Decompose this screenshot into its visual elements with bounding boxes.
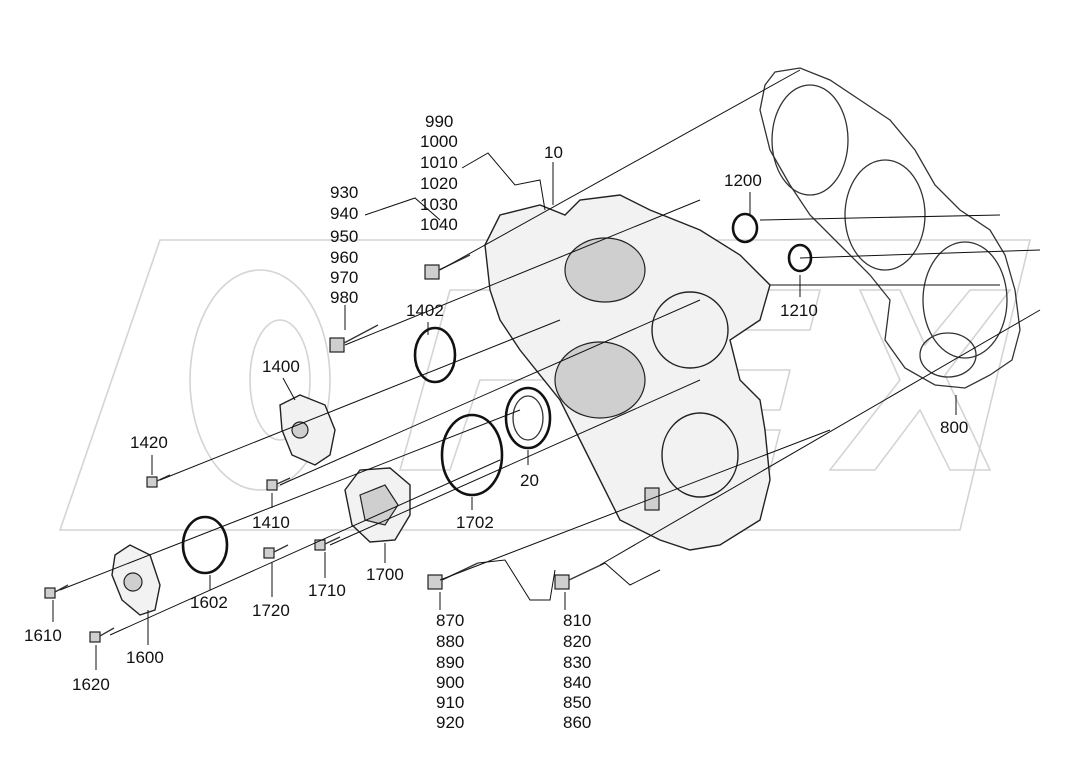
- callout-1040: 1040: [420, 215, 458, 234]
- screw-1710: [314, 536, 341, 551]
- callout-830: 830: [563, 653, 591, 672]
- callout-940: 940: [330, 204, 358, 223]
- callout-1702: 1702: [456, 513, 494, 532]
- callout-920: 920: [436, 713, 464, 732]
- callout-1410: 1410: [252, 513, 290, 532]
- callout-970: 970: [330, 268, 358, 287]
- callout-1420: 1420: [130, 433, 168, 452]
- o-ring-1402: [413, 326, 457, 384]
- callout-10: 10: [544, 143, 563, 162]
- callout-1600: 1600: [126, 648, 164, 667]
- gasket-800: [759, 67, 1021, 389]
- callout-1700: 1700: [366, 565, 404, 584]
- callout-870: 870: [436, 611, 464, 630]
- bolt-870: [427, 562, 479, 590]
- callout-810: 810: [563, 611, 591, 630]
- callout-1200: 1200: [724, 171, 762, 190]
- callout-890: 890: [436, 653, 464, 672]
- o-ring-1702: [440, 413, 504, 497]
- screw-1410: [266, 477, 291, 491]
- callout-1720: 1720: [252, 601, 290, 620]
- callout-900: 900: [436, 673, 464, 692]
- bolt-990: [424, 254, 471, 280]
- callout-1000: 1000: [420, 132, 458, 151]
- cover-1400: [279, 394, 336, 466]
- callout-980: 980: [330, 288, 358, 307]
- o-ring-1602: [181, 515, 229, 575]
- callout-800: 800: [940, 418, 968, 437]
- bolt-810: [554, 562, 606, 590]
- callout-1020: 1020: [420, 174, 458, 193]
- callout-910: 910: [436, 693, 464, 712]
- callout-1210: 1210: [780, 301, 818, 320]
- callout-860: 860: [563, 713, 591, 732]
- callout-1030: 1030: [420, 195, 458, 214]
- callout-840: 840: [563, 673, 591, 692]
- callout-1620: 1620: [72, 675, 110, 694]
- callout-1400: 1400: [262, 357, 300, 376]
- callout-labels: 990 1000 1010 1020 1030 1040 10 930 940 …: [24, 112, 968, 732]
- leader-lines: [52, 152, 957, 670]
- callout-880: 880: [436, 632, 464, 651]
- callout-850: 850: [563, 693, 591, 712]
- seal-20: [504, 386, 552, 450]
- callout-1602: 1602: [190, 593, 228, 612]
- assembly-lines: [59, 69, 1041, 636]
- callout-1610: 1610: [24, 626, 62, 645]
- screw-1610: [44, 584, 69, 599]
- callout-1010: 1010: [420, 153, 458, 172]
- bolt-930: [329, 324, 379, 353]
- screw-1620: [89, 627, 115, 643]
- callout-1402: 1402: [406, 301, 444, 320]
- callout-950: 950: [330, 227, 358, 246]
- o-ring-1200: [731, 212, 759, 244]
- callout-960: 960: [330, 248, 358, 267]
- callout-20: 20: [520, 471, 539, 490]
- screw-1420: [146, 474, 171, 488]
- pump-1700: [344, 467, 411, 543]
- cover-1600: [111, 544, 161, 616]
- screw-1720: [263, 544, 289, 559]
- callout-820: 820: [563, 632, 591, 651]
- callout-1710: 1710: [308, 581, 346, 600]
- gear-case-housing-10: [484, 194, 771, 551]
- callout-930: 930: [330, 183, 358, 202]
- callout-990: 990: [425, 112, 453, 131]
